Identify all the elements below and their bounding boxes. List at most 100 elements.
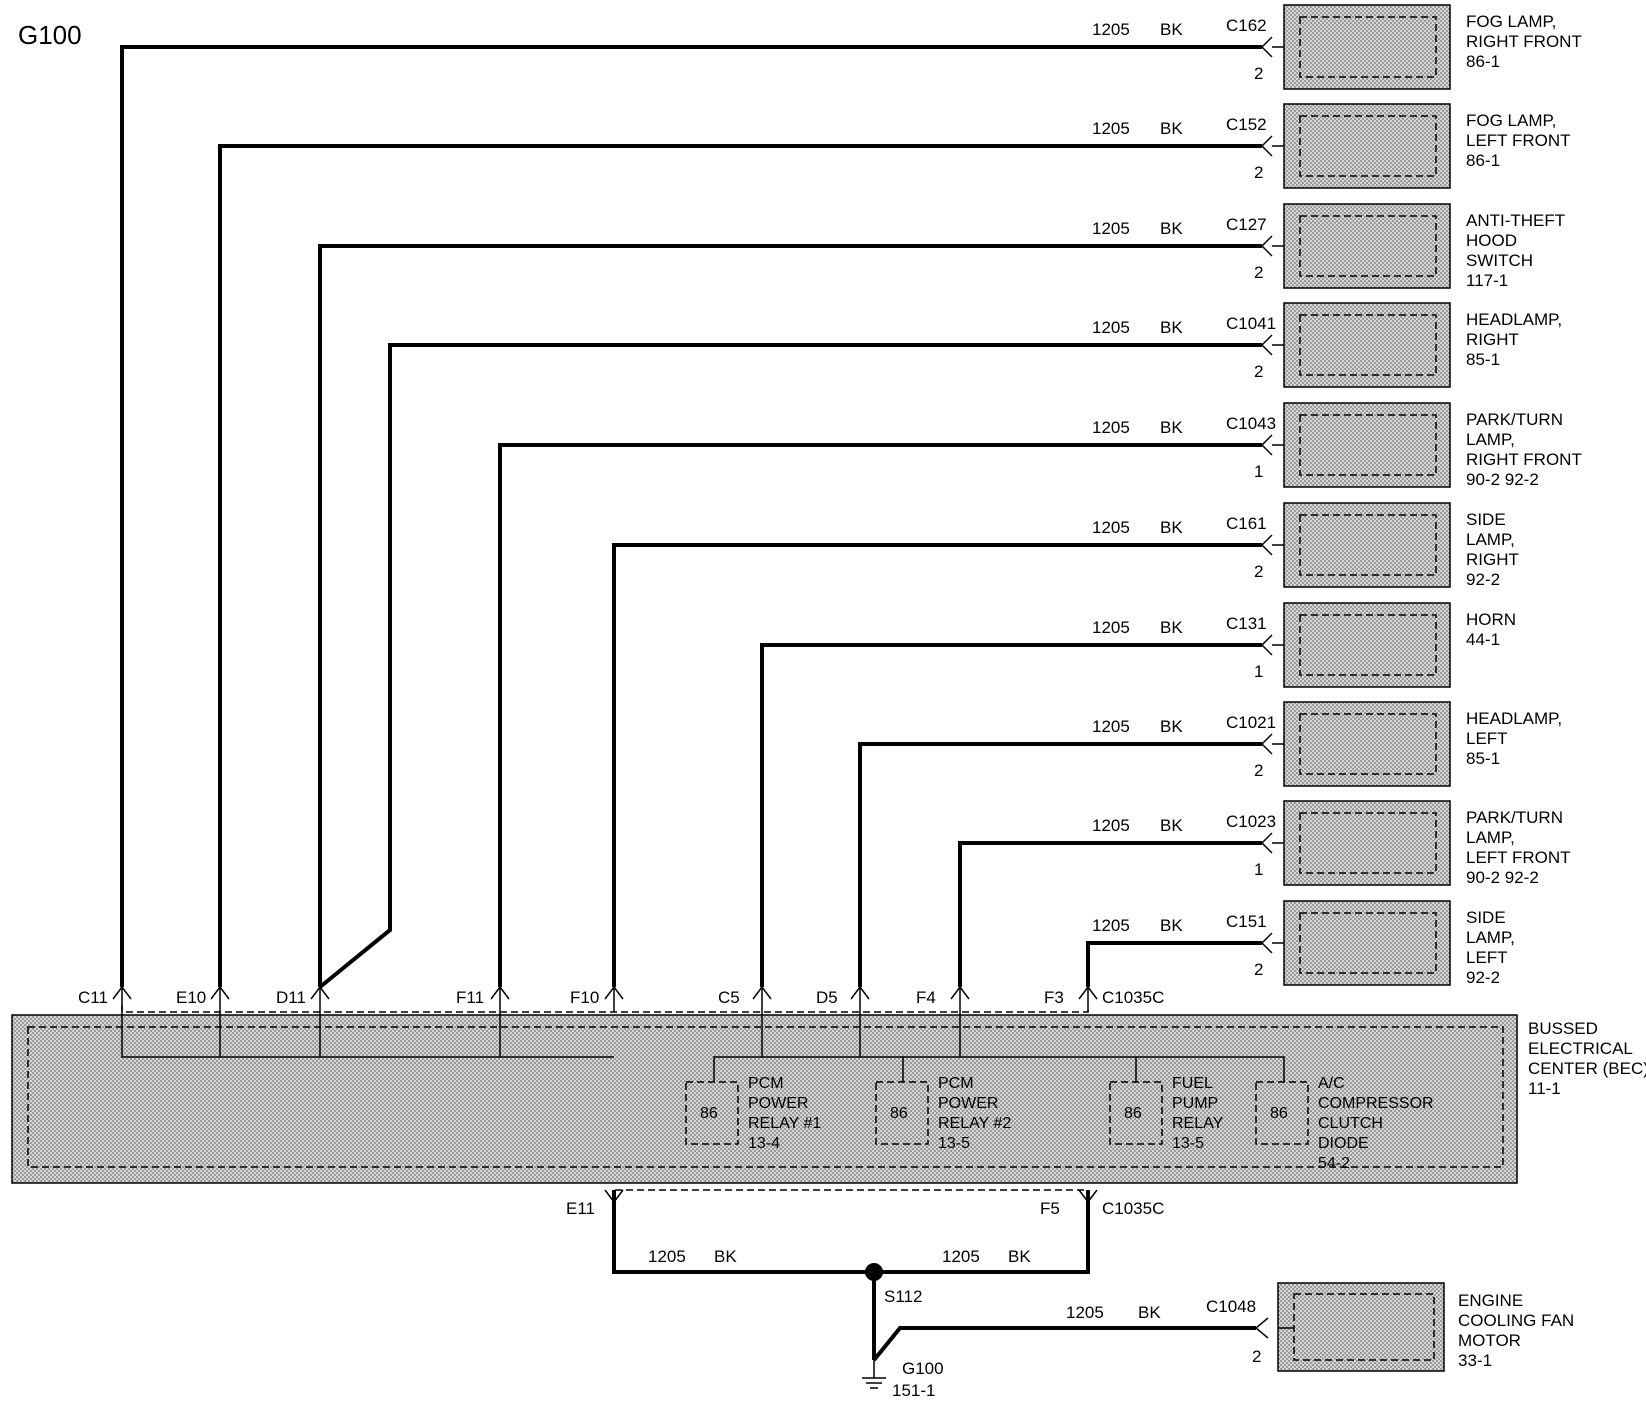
wire-color-label: BK [714,1247,737,1266]
wire-c151 [1086,941,1262,987]
ground-ref-label: 151-1 [892,1381,935,1400]
bussed-electrical-center [11,1005,1518,1200]
component-name: LAMP, [1466,430,1515,449]
connector-arrow [1260,135,1273,157]
connector-label: C152 [1226,115,1267,134]
component-name: 117-1 [1466,271,1508,290]
relay-name: 13-5 [1172,1135,1204,1152]
connector-label: C151 [1226,912,1267,931]
relay-pin-label: 86 [890,1105,908,1122]
bec-pin-label: D5 [816,988,838,1007]
wire-circuit-label: 1205 [1092,418,1130,437]
bec-pin-label: F3 [1044,988,1064,1007]
wire-c1043 [498,443,1262,987]
component-box [1283,701,1451,787]
wire-color-label: BK [1138,1303,1161,1322]
wire-circuit-label: 1205 [1092,20,1130,39]
ground-label: G100 [902,1359,944,1378]
wire-color-label: BK [1160,518,1183,537]
bec-name: ELECTRICAL [1528,1039,1633,1058]
pin-label: 2 [1254,562,1263,581]
component-box [1283,302,1451,388]
bec-bottom-pin-label: E11 [566,1199,595,1218]
component-name: HOOD [1466,231,1517,250]
component-name: MOTOR [1458,1331,1521,1350]
relay-name: RELAY #1 [748,1115,821,1132]
component-name: 90-2 92-2 [1466,868,1539,887]
component-box [1283,800,1451,886]
pin-label: 2 [1252,1347,1261,1366]
wire-circuit-label: 1205 [1092,119,1130,138]
component-box [1283,602,1451,688]
component-name: LAMP, [1466,928,1515,947]
component-name: 90-2 92-2 [1466,470,1539,489]
component-inner [1299,414,1437,476]
component-box [1283,900,1451,986]
pin-label: 2 [1254,64,1263,83]
wire-group [112,36,1300,1204]
component-inner [1299,215,1437,277]
pin-label: 2 [1254,263,1263,282]
connector-label: C162 [1226,16,1267,35]
relay-pin-label: 86 [1270,1105,1288,1122]
component-name: 92-2 [1466,968,1500,987]
connector-arrow [1260,36,1273,58]
component-name: HEADLAMP, [1466,310,1562,329]
wire-circuit-label: 1205 [1066,1303,1104,1322]
component-inner [1299,115,1437,177]
wire-color-label: BK [1160,916,1183,935]
component-name: 86-1 [1466,52,1500,71]
relay-name: COMPRESSOR [1318,1095,1434,1112]
bec-pin-label: F11 [456,988,484,1007]
connector-label: C1023 [1226,812,1276,831]
component-name: SIDE [1466,908,1506,927]
pin-label: 1 [1254,662,1263,681]
relay-pin-label: 86 [700,1105,718,1122]
pin-label: 2 [1254,761,1263,780]
bec-pin-label: E10 [176,988,206,1007]
pin-label: 1 [1254,860,1263,879]
connector-arrow [1260,334,1273,356]
component-name: ENGINE [1458,1291,1523,1310]
component-name: 33-1 [1458,1351,1492,1370]
component-name: ANTI-THEFT [1466,211,1565,230]
wire-circuit-label: 1205 [1092,717,1130,736]
relay-name: POWER [938,1095,998,1112]
wire-color-label: BK [1160,618,1183,637]
relay-name: PUMP [1172,1095,1218,1112]
connector-arrow [1260,634,1273,656]
component-name: LEFT [1466,948,1508,967]
connector-label: C1043 [1226,414,1276,433]
component-name: LEFT FRONT [1466,848,1571,867]
relay-name: PCM [748,1075,784,1092]
component-name: LEFT [1466,729,1508,748]
relay-name: 13-5 [938,1135,970,1152]
wire-c1023 [958,841,1262,987]
connector-arrow [1260,235,1273,257]
relay-name: FUEL [1172,1075,1213,1092]
relay-name: A/C [1318,1075,1345,1092]
connector-arrow [1260,434,1273,456]
bec-name: 11-1 [1528,1079,1561,1098]
page-title: G100 [18,20,82,50]
component-name: HEADLAMP, [1466,709,1562,728]
bec-pin-label: D11 [276,988,306,1007]
component-group [1283,4,1451,986]
wire-color-label: BK [1160,219,1183,238]
component-name: SWITCH [1466,251,1533,270]
component-name: 44-1 [1466,630,1500,649]
relay-name: PCM [938,1075,974,1092]
pin-label: 2 [1254,163,1263,182]
wire-color-label: BK [1008,1247,1031,1266]
wire-c152 [218,144,1262,987]
wire-color-label: BK [1160,816,1183,835]
wire-c161 [612,543,1262,987]
component-name: RIGHT FRONT [1466,450,1582,469]
wire-color-label: BK [1160,20,1183,39]
wire-c1041 [318,343,1262,989]
bec-name: BUSSED [1528,1019,1598,1038]
pin-label: 2 [1254,362,1263,381]
component-name: FOG LAMP, [1466,12,1556,31]
connector-label: C1048 [1206,1297,1256,1316]
